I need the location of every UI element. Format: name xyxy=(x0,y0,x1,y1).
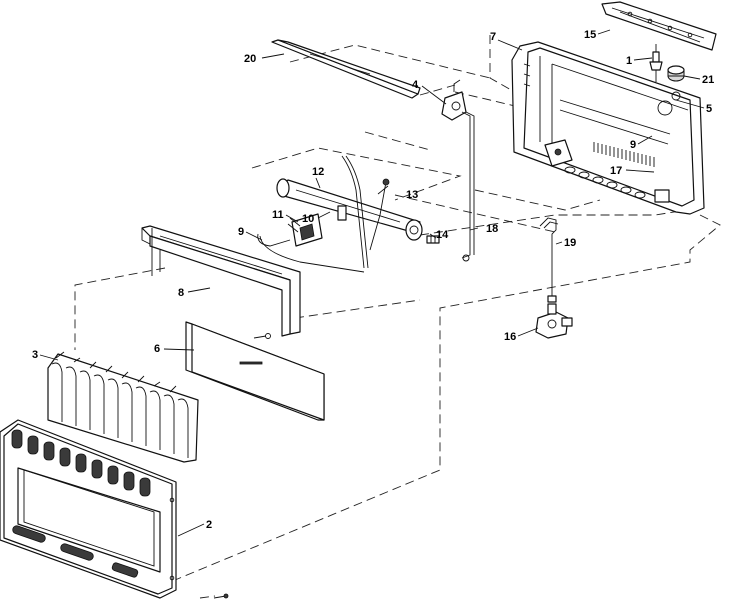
callout-19: 19 xyxy=(564,237,576,249)
part-1-electrode xyxy=(649,44,663,82)
part-18-gas-tube xyxy=(461,111,475,262)
part-3-radiants xyxy=(47,351,199,463)
callout-4: 4 xyxy=(412,79,419,91)
vent-slots xyxy=(593,142,655,167)
part-16-valve xyxy=(535,303,573,339)
callout-6: 6 xyxy=(154,343,160,355)
callout-1: 1 xyxy=(626,55,632,67)
part-20-top-strip xyxy=(271,39,421,99)
callout-15: 15 xyxy=(584,29,596,41)
callout-12: 12 xyxy=(312,166,324,178)
screw-bottom xyxy=(213,593,229,599)
part-11-pilot-bracket xyxy=(287,217,301,233)
part-8-baffle xyxy=(141,225,301,337)
callout-7: 7 xyxy=(490,31,496,43)
part-13-thermocouple-lead xyxy=(341,155,390,269)
callout-14: 14 xyxy=(436,229,449,241)
burner-holes xyxy=(564,166,646,199)
front-slots xyxy=(11,429,151,497)
part-10-pilot-assembly xyxy=(291,205,347,247)
callout-11: 11 xyxy=(272,209,284,221)
callout-9b: 9 xyxy=(630,139,636,151)
callout-17: 17 xyxy=(610,165,622,177)
callout-labels: 1 2 3 4 5 6 7 8 9 9 10 11 12 13 14 15 16… xyxy=(32,29,714,531)
part-4-regulator xyxy=(441,79,467,121)
part-15-top-bracket xyxy=(601,1,717,51)
screw xyxy=(253,333,271,339)
callout-16: 16 xyxy=(504,331,516,343)
callout-21: 21 xyxy=(702,74,714,86)
callout-8: 8 xyxy=(178,287,184,299)
part-2-front-casing xyxy=(0,419,177,599)
part-19-gas-line xyxy=(539,217,559,303)
callout-3: 3 xyxy=(32,349,38,361)
callout-5: 5 xyxy=(706,103,712,115)
part-6-panel xyxy=(185,321,325,421)
callout-13: 13 xyxy=(406,189,418,201)
leader-lines xyxy=(39,29,705,537)
part-12-burner-tube xyxy=(276,178,423,241)
part-21-knob xyxy=(667,65,685,82)
callout-20: 20 xyxy=(244,53,256,65)
callout-2: 2 xyxy=(206,519,212,531)
part-7-back-housing xyxy=(511,41,705,215)
callout-9a: 9 xyxy=(238,226,244,238)
callout-18: 18 xyxy=(486,223,498,235)
callout-10: 10 xyxy=(302,213,314,225)
